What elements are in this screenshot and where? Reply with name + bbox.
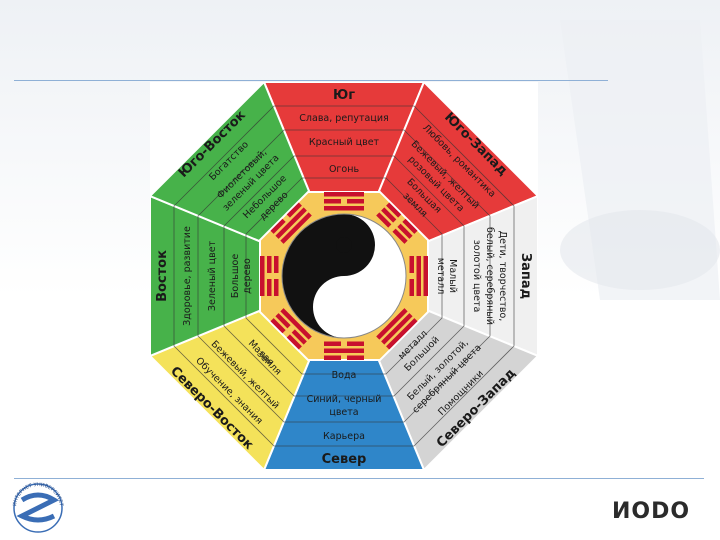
trigram-line bbox=[386, 318, 418, 350]
trigram-line-broken bbox=[409, 279, 414, 296]
trigram-line-broken bbox=[324, 341, 341, 346]
south-item-1: Слава, репутация bbox=[299, 113, 388, 124]
footer-rule bbox=[14, 478, 704, 479]
trigram-line-broken bbox=[267, 279, 272, 296]
north-item-2: Синий, черный bbox=[307, 394, 382, 405]
west-title: Запад bbox=[518, 253, 533, 299]
trigram-northwest bbox=[376, 308, 418, 350]
west-item-4: Малый bbox=[447, 259, 458, 293]
university-logo: ИНТЕРНЕТ УНИВЕРСИТЕТ bbox=[12, 482, 64, 533]
trigram-line bbox=[275, 207, 307, 239]
trigram-line-broken bbox=[274, 279, 279, 296]
trigram-line-broken bbox=[381, 207, 397, 223]
east-item-4: Здоровье, развитие bbox=[182, 226, 193, 326]
yin-yang-icon bbox=[281, 213, 407, 339]
trigram-line bbox=[324, 192, 364, 197]
iodo-logo: ИОDО bbox=[612, 499, 690, 524]
trigram-line-broken bbox=[286, 202, 302, 218]
trigram-line bbox=[381, 313, 413, 345]
trigram-line bbox=[324, 206, 364, 211]
south-title: Юг bbox=[333, 88, 355, 103]
south-item-2: Красный цвет bbox=[309, 137, 380, 148]
trigram-line-broken bbox=[267, 256, 272, 273]
trigram-northeast bbox=[270, 308, 312, 350]
east-item-2: дерево bbox=[242, 258, 253, 294]
trigram-line-broken bbox=[286, 334, 302, 350]
band-lines bbox=[173, 105, 515, 447]
trigram-north bbox=[324, 341, 364, 360]
header-rule bbox=[14, 80, 608, 81]
trigram-line-broken bbox=[275, 313, 291, 329]
trigram-line bbox=[416, 256, 421, 296]
east-item-1: Большое bbox=[230, 254, 241, 299]
trigram-line-broken bbox=[386, 202, 402, 218]
trigram-line-broken bbox=[324, 199, 341, 204]
south-item-3: Огонь bbox=[329, 164, 359, 175]
iodo-logo-text: ИОDО bbox=[612, 499, 691, 524]
north-title: Север bbox=[322, 452, 367, 467]
trigram-line-broken bbox=[347, 355, 364, 360]
trigram-line bbox=[376, 308, 408, 340]
trigram-line bbox=[324, 348, 364, 353]
trigram-south bbox=[324, 192, 364, 211]
west-item-5: металл bbox=[435, 258, 446, 295]
east-item-3: Зеленый цвет bbox=[207, 240, 218, 311]
trigram-line-broken bbox=[402, 218, 418, 234]
trigram-line-broken bbox=[392, 228, 408, 244]
north-item-4: Карьера bbox=[323, 431, 365, 442]
trigram-line bbox=[280, 308, 312, 340]
trigram-east bbox=[260, 256, 279, 296]
trigram-line-broken bbox=[397, 223, 413, 239]
west-item-3: золотой цвета bbox=[471, 240, 482, 313]
trigram-line bbox=[423, 256, 428, 296]
trigram-line-broken bbox=[270, 318, 286, 334]
trigram-line-broken bbox=[376, 212, 392, 228]
trigram-line-broken bbox=[270, 218, 286, 234]
trigram-line-broken bbox=[409, 256, 414, 273]
trigram-west bbox=[409, 256, 428, 296]
trigram-line-broken bbox=[274, 256, 279, 273]
north-item-1: Вода bbox=[332, 370, 357, 381]
west-item-1: Дети, творчество, bbox=[497, 231, 508, 322]
bagua-diagram: Юг Слава, репутация Красный цвет Огонь В… bbox=[148, 80, 540, 472]
west-item-2: белый, серебряный bbox=[484, 227, 495, 325]
north-item-3: цвета bbox=[329, 407, 358, 418]
east-title: Восток bbox=[155, 250, 170, 302]
trigram-line-broken bbox=[347, 341, 364, 346]
trigram-southeast bbox=[270, 202, 312, 244]
trigram-line-broken bbox=[324, 355, 341, 360]
bagua-svg: Юг Слава, репутация Красный цвет Огонь В… bbox=[148, 80, 540, 472]
trigram-line-broken bbox=[291, 329, 307, 345]
trigram-southwest bbox=[376, 202, 418, 244]
trigrams bbox=[260, 192, 428, 360]
trigram-line bbox=[260, 256, 265, 296]
trigram-line bbox=[280, 212, 312, 244]
trigram-line-broken bbox=[347, 199, 364, 204]
